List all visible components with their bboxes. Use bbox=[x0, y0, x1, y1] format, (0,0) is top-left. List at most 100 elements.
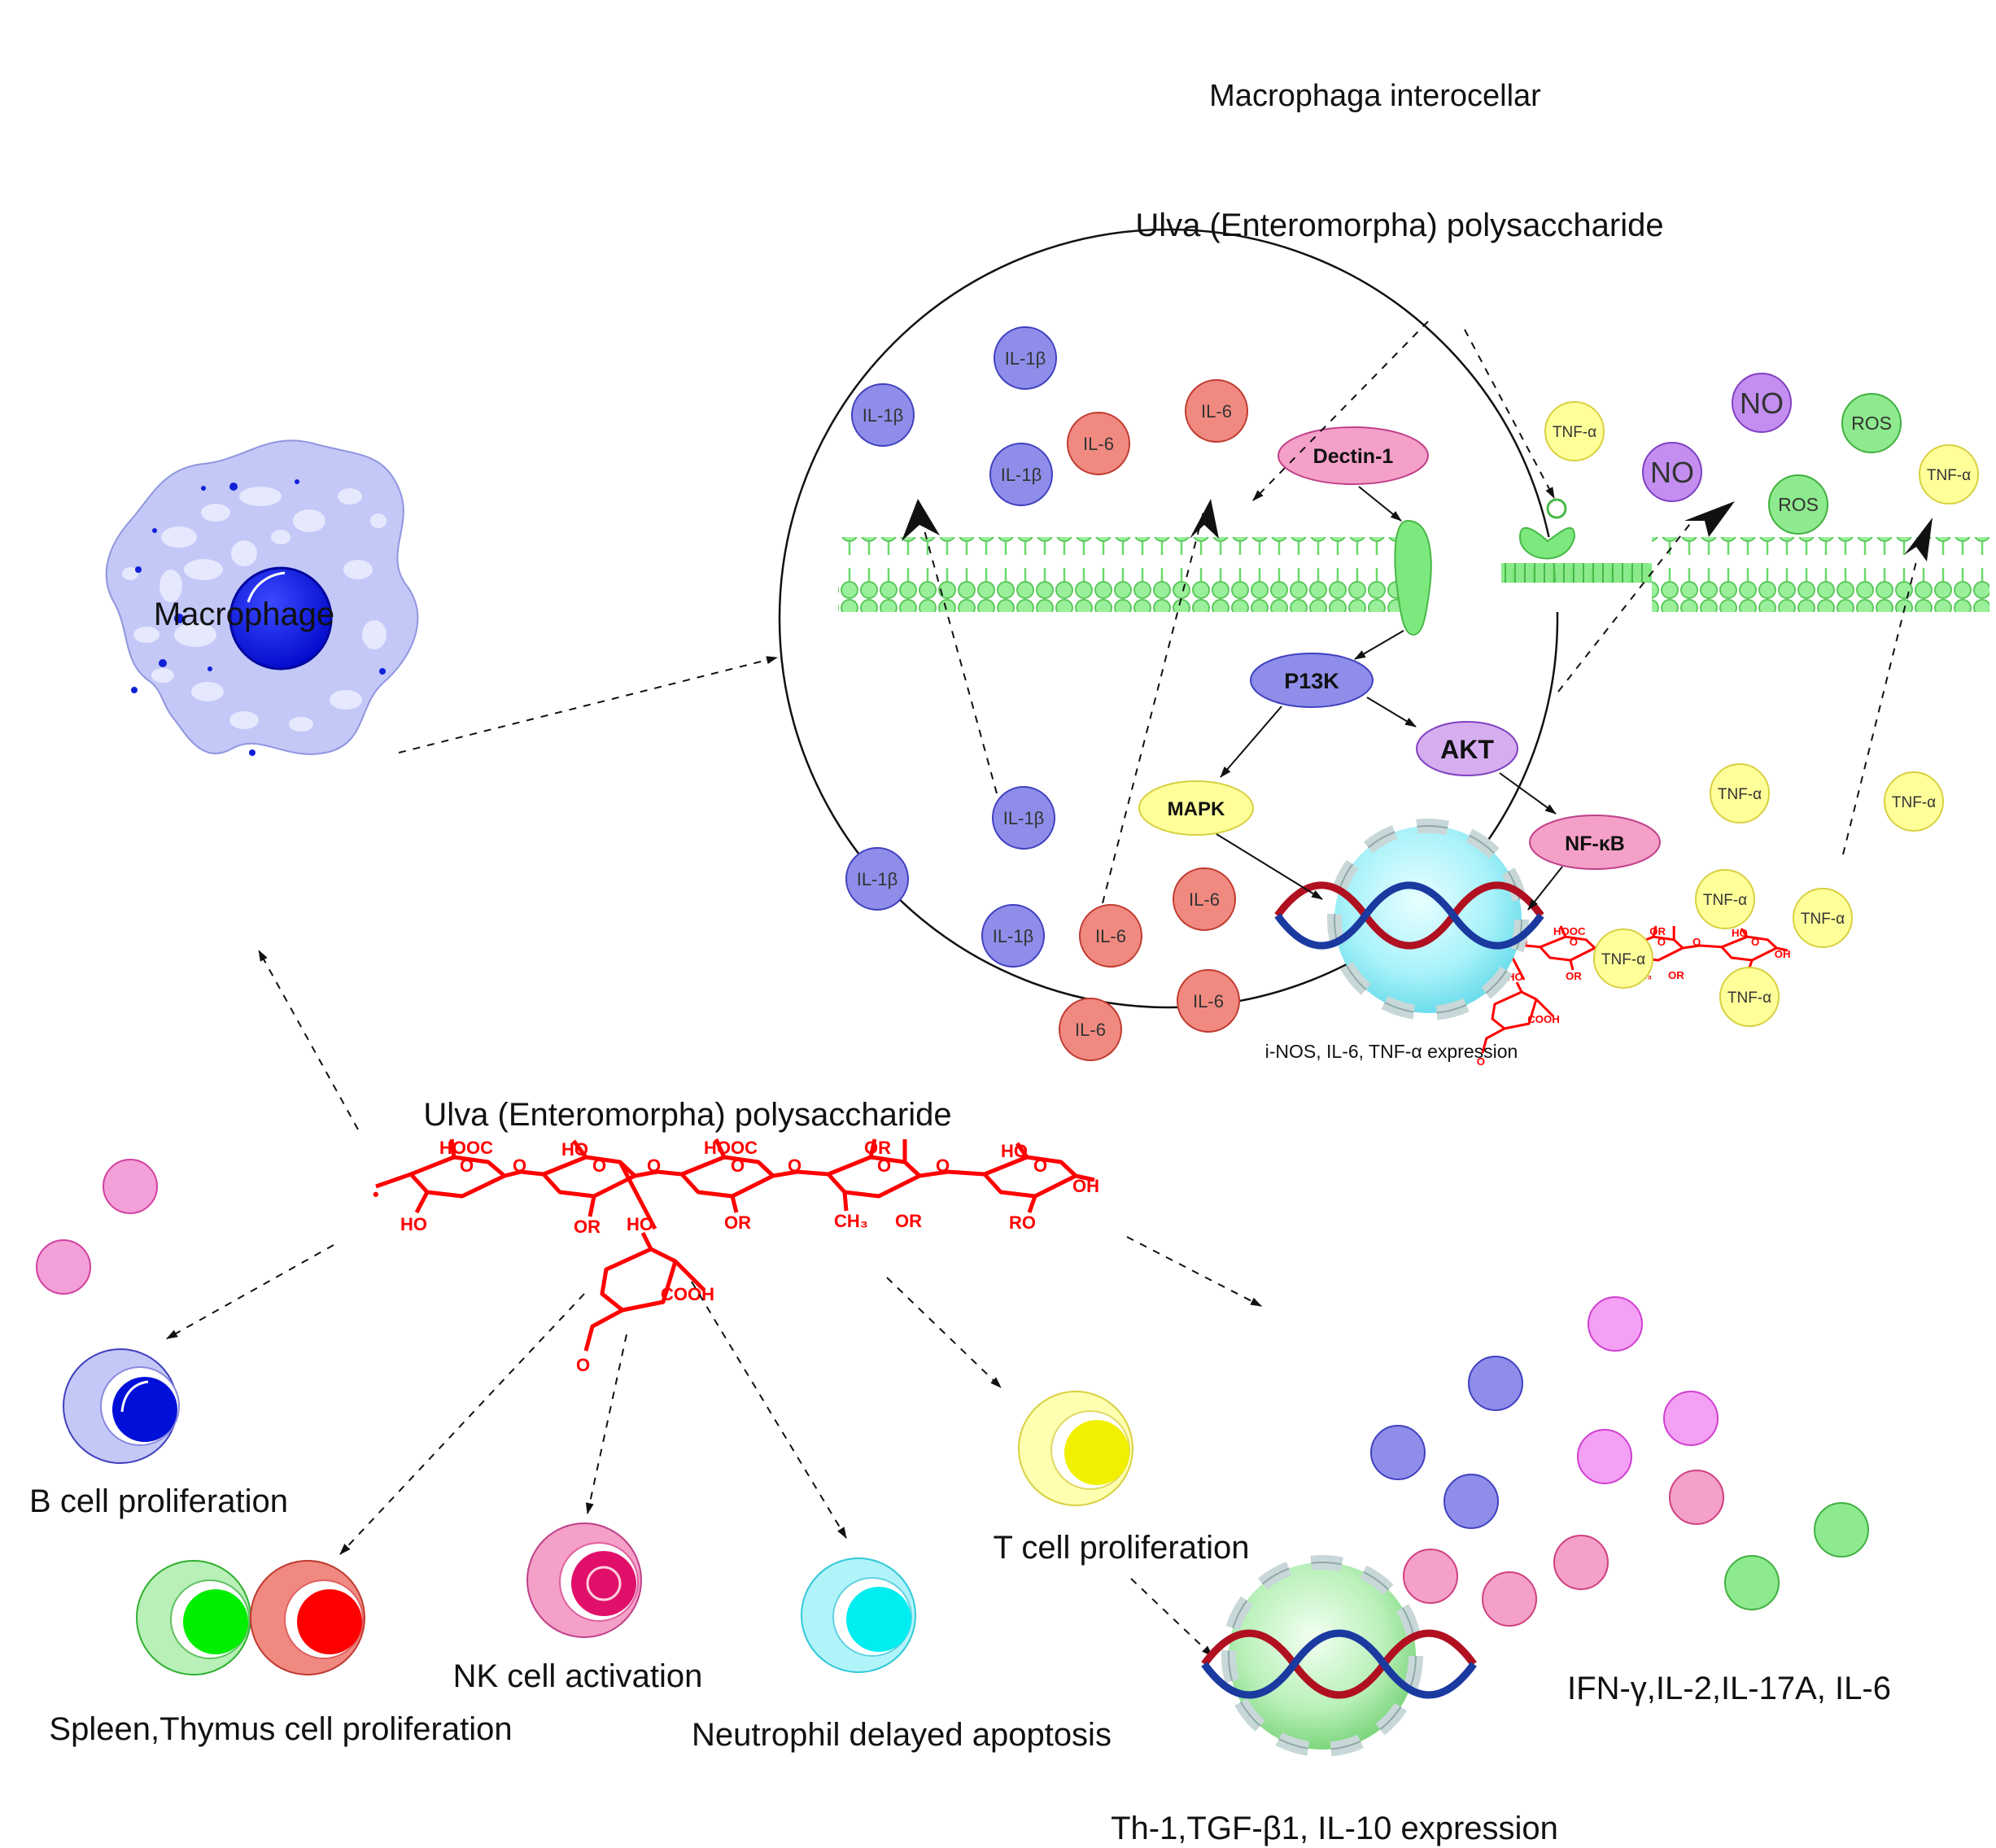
svg-text:TNF-α: TNF-α bbox=[1553, 424, 1596, 441]
svg-text:IL-1β: IL-1β bbox=[1005, 348, 1046, 369]
t-cell-label: T cell proliferation bbox=[994, 1530, 1250, 1566]
svg-text:P13K: P13K bbox=[1284, 669, 1339, 693]
svg-text:OR: OR bbox=[724, 1212, 751, 1233]
svg-text:O: O bbox=[592, 1156, 606, 1176]
svg-text:TNF-α: TNF-α bbox=[1801, 911, 1845, 928]
svg-text:IL-1β: IL-1β bbox=[863, 405, 904, 426]
svg-text:HO: HO bbox=[627, 1214, 653, 1234]
svg-text:HO: HO bbox=[400, 1214, 427, 1234]
svg-text:NF-κB: NF-κB bbox=[1565, 832, 1625, 855]
svg-text:TNF-α: TNF-α bbox=[1601, 951, 1645, 968]
svg-text:O: O bbox=[877, 1156, 891, 1176]
nk-cell-label: NK cell activation bbox=[453, 1658, 703, 1694]
pink-dot bbox=[36, 1239, 91, 1295]
svg-text:OR: OR bbox=[864, 1138, 891, 1158]
akt-protein: AKT bbox=[1416, 721, 1518, 776]
b-cell-label: B cell proliferation bbox=[29, 1483, 288, 1519]
pink-dot bbox=[103, 1159, 158, 1214]
svg-text:IL-1β: IL-1β bbox=[1003, 808, 1045, 828]
macrophage-interior-circle bbox=[778, 228, 1559, 1009]
il-1b-cytokine: IL-1β bbox=[994, 326, 1057, 390]
dectin-1-protein: Dectin-1 bbox=[1278, 426, 1429, 485]
svg-text:TNF-α: TNF-α bbox=[1703, 892, 1747, 909]
ros-molecule: ROS bbox=[1841, 393, 1902, 453]
tnf-a-cytokine: TNF-α bbox=[1719, 967, 1780, 1027]
svg-text:ROS: ROS bbox=[1851, 413, 1892, 434]
tnf-a-cytokine: TNF-α bbox=[1544, 401, 1605, 461]
svg-text:OR: OR bbox=[895, 1211, 922, 1231]
polysaccharide-top-label: Ulva (Enteromorpha) polysaccharide bbox=[1135, 208, 1663, 243]
nk-cell bbox=[526, 1523, 642, 1638]
svg-text:TNF-α: TNF-α bbox=[1892, 794, 1936, 811]
il-6-cytokine: IL-6 bbox=[1059, 998, 1122, 1061]
tnf-a-cytokine: TNF-α bbox=[1793, 888, 1853, 948]
svg-text:OH: OH bbox=[1072, 1176, 1099, 1196]
svg-text:TNF-α: TNF-α bbox=[1927, 467, 1971, 484]
circle-title: Macrophaga interocellar bbox=[1209, 79, 1541, 113]
il-6-cytokine: IL-6 bbox=[1079, 904, 1142, 968]
tnf-a-cytokine: TNF-α bbox=[1593, 928, 1653, 989]
svg-text:O: O bbox=[576, 1355, 590, 1375]
svg-text:HOOC: HOOC bbox=[704, 1138, 758, 1158]
il-6-cytokine: IL-6 bbox=[1177, 969, 1240, 1033]
svg-text:TNF-α: TNF-α bbox=[1727, 990, 1771, 1007]
macrophage-nucleus bbox=[229, 566, 333, 671]
il-1b-cytokine: IL-1β bbox=[851, 383, 915, 447]
svg-text:O: O bbox=[788, 1156, 801, 1176]
svg-text:O: O bbox=[1033, 1156, 1047, 1176]
svg-text:O: O bbox=[460, 1156, 474, 1176]
nucleus-lower bbox=[1204, 1555, 1474, 1757]
svg-text:NO: NO bbox=[1650, 456, 1694, 489]
nf-kb-protein: NF-κB bbox=[1529, 815, 1661, 870]
svg-text:RO: RO bbox=[1009, 1212, 1036, 1233]
il-1b-cytokine: IL-1β bbox=[992, 786, 1055, 850]
expression-inner-label: i-NOS, IL-6, TNF-α expression bbox=[1265, 1041, 1518, 1062]
svg-text:IL-6: IL-6 bbox=[1193, 991, 1224, 1011]
b-cell bbox=[63, 1348, 180, 1464]
neutrophil-label: Neutrophil delayed apoptosis bbox=[692, 1717, 1112, 1753]
cytokine-group: IL-1β IL-1β IL-1β IL-1β IL-1β IL-1β IL-6… bbox=[845, 326, 1979, 1061]
svg-text:IL-1β: IL-1β bbox=[1001, 465, 1042, 485]
svg-text:HO: HO bbox=[561, 1139, 588, 1160]
macrophage-label: Macrophage bbox=[154, 596, 334, 632]
il-6-cytokine: IL-6 bbox=[1067, 412, 1130, 475]
svg-text:IL-6: IL-6 bbox=[1083, 434, 1114, 454]
tnf-a-cytokine: TNF-α bbox=[1919, 444, 1979, 505]
svg-text:Dectin-1: Dectin-1 bbox=[1313, 445, 1394, 468]
polysaccharide-structure: HOOC HO • HO OR HOOC OR OR CH₃ OR HO RO … bbox=[373, 1138, 1099, 1375]
il-6-cytokine: IL-6 bbox=[1173, 867, 1236, 931]
signaling-pathway: Dectin-1 P13K AKT MAPK NF-κB bbox=[1138, 426, 1661, 870]
spleen-thymus-label: Spleen,Thymus cell proliferation bbox=[49, 1711, 512, 1747]
spleen-cell bbox=[136, 1560, 251, 1675]
svg-text:O: O bbox=[936, 1156, 950, 1176]
svg-text:IL-6: IL-6 bbox=[1075, 1020, 1106, 1040]
svg-text:HO: HO bbox=[1001, 1141, 1028, 1161]
svg-text:ROS: ROS bbox=[1778, 494, 1819, 515]
il-1b-cytokine: IL-1β bbox=[845, 847, 909, 911]
svg-text:O: O bbox=[731, 1156, 745, 1176]
svg-text:IL-6: IL-6 bbox=[1201, 401, 1232, 422]
ligand-dot bbox=[1546, 498, 1567, 519]
secreted-cytokines bbox=[1370, 1296, 1869, 1627]
tnf-a-cytokine: TNF-α bbox=[1884, 771, 1944, 832]
pi3k-protein: P13K bbox=[1250, 653, 1374, 708]
macrophage-cell: Macrophage bbox=[105, 439, 419, 756]
svg-text:NO: NO bbox=[1740, 387, 1784, 420]
svg-text:IL-1β: IL-1β bbox=[993, 926, 1034, 946]
svg-text:O: O bbox=[647, 1156, 661, 1176]
polysaccharide-main-label: Ulva (Enteromorpha) polysaccharide bbox=[423, 1097, 951, 1133]
il-6-cytokine: IL-6 bbox=[1185, 379, 1248, 443]
tnf-a-cytokine: TNF-α bbox=[1710, 763, 1770, 824]
svg-text:IL-6: IL-6 bbox=[1189, 889, 1220, 910]
svg-text:O: O bbox=[513, 1156, 526, 1176]
svg-text:HOOC: HOOC bbox=[439, 1138, 493, 1158]
cell-membrane bbox=[838, 498, 1989, 636]
ros-molecule: ROS bbox=[1768, 474, 1828, 535]
cytokines-label: IFN-γ,IL-2,IL-17A, IL-6 bbox=[1567, 1671, 1891, 1706]
svg-text:•: • bbox=[373, 1184, 379, 1204]
no-molecule: NO bbox=[1642, 442, 1702, 502]
svg-text:CH₃: CH₃ bbox=[834, 1211, 868, 1231]
th-expression-label: Th-1,TGF-β1, IL-10 expression bbox=[1111, 1811, 1558, 1846]
tnf-a-cytokine: TNF-α bbox=[1695, 869, 1755, 929]
